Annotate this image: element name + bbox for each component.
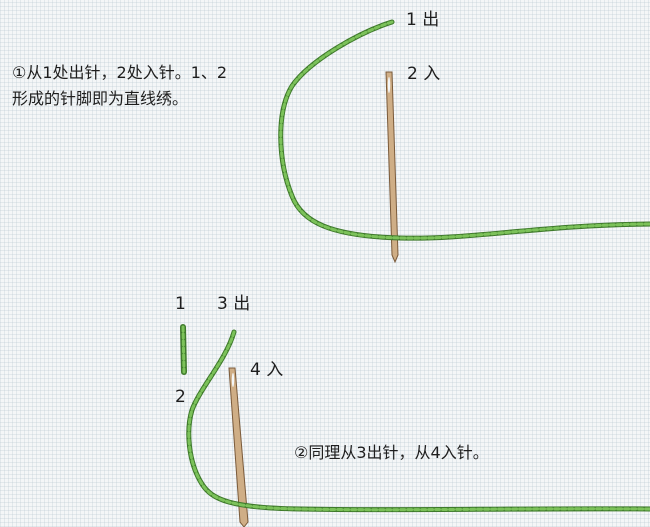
label-1: 1 [175,294,186,314]
thread-step2 [186,329,650,513]
needle-step2 [228,367,249,527]
thread-step1 [278,19,650,241]
needle-step1 [385,71,399,264]
step2-caption: ②同理从3出针，从4入针。 [294,443,489,462]
label-2: 2 [175,387,186,407]
label-4-in: 4 入 [250,360,284,380]
step1-caption-line1: ①从1处出针，2处入针。1、2 [12,63,228,82]
label-1-out: 1 出 [406,10,440,30]
label-3-out: 3 出 [217,294,251,314]
stitch-1-2 [180,324,187,375]
step1-caption-line2: 形成的针脚即为直线绣。 [12,89,189,108]
label-2-in: 2 入 [407,64,441,84]
